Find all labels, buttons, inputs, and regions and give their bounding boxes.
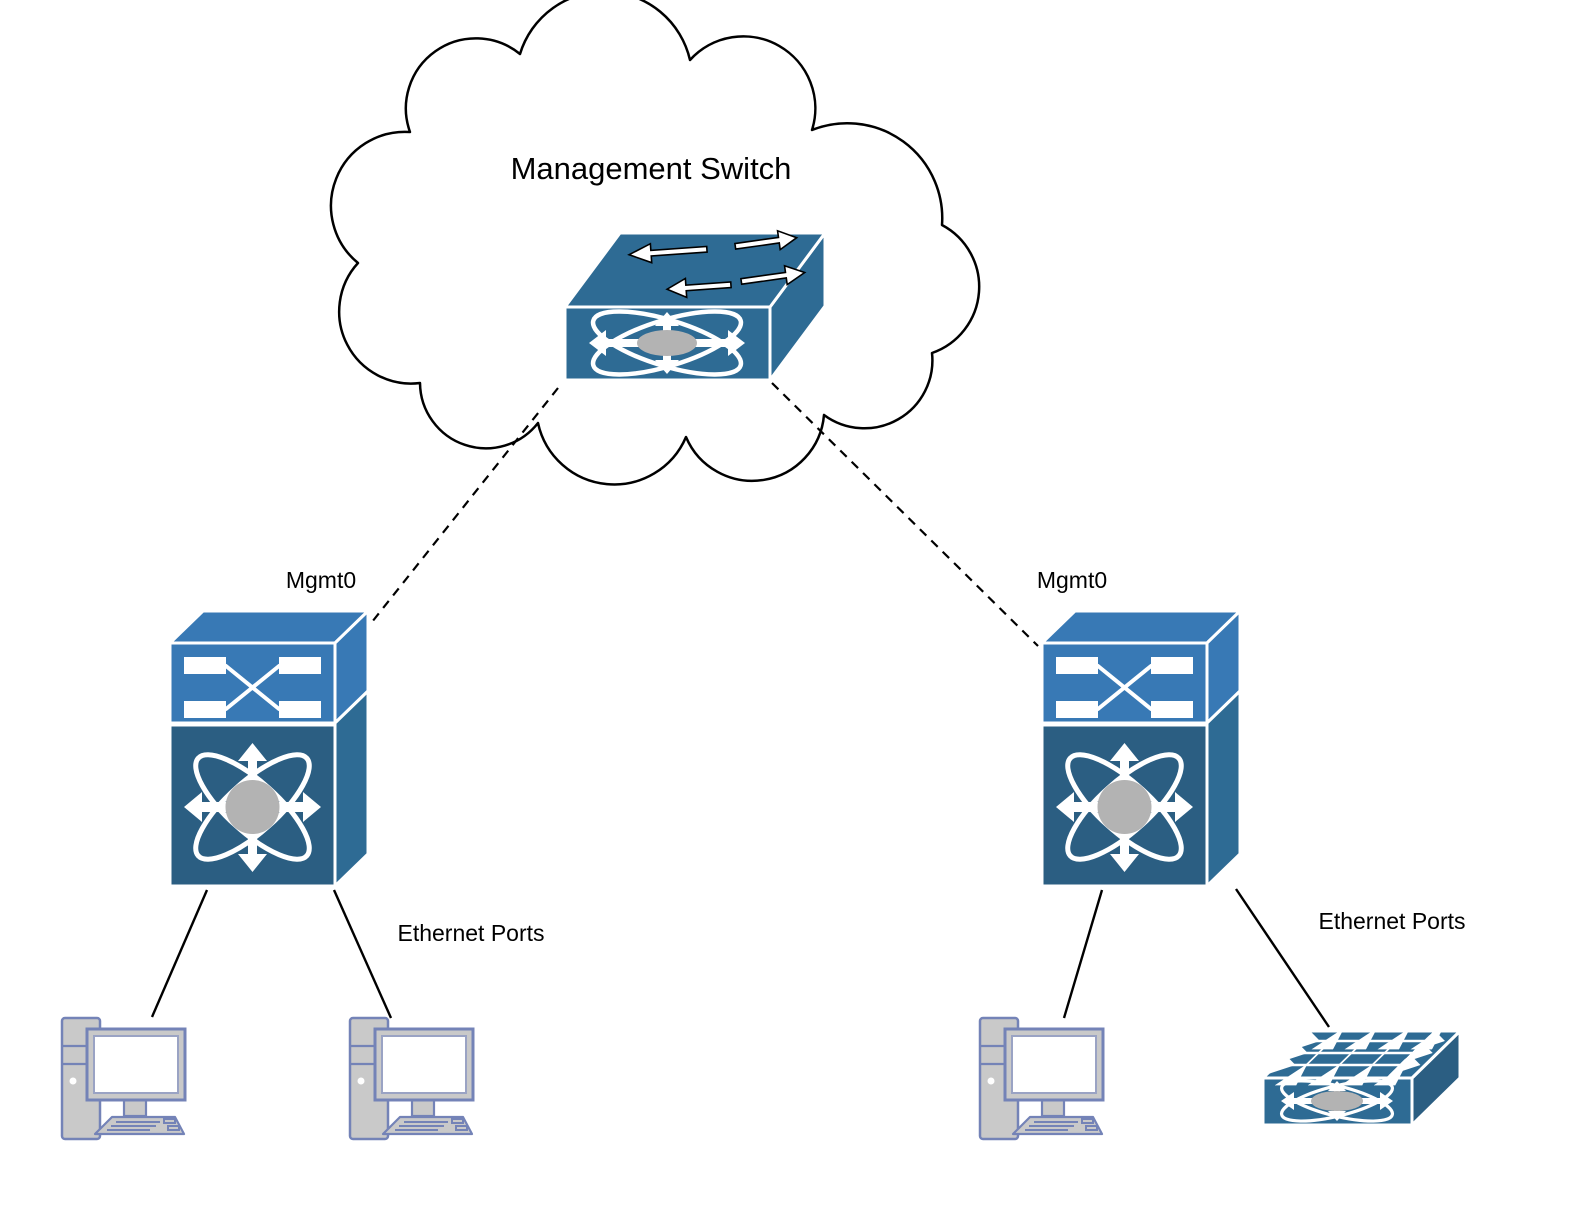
mgmt-link-left	[371, 387, 559, 623]
workstation-right-icon	[978, 1016, 1105, 1141]
ethernet-link-left-1	[150, 889, 209, 1018]
ethernet-link-left-2	[332, 889, 393, 1019]
ethernet-ports-label-left: Ethernet Ports	[397, 920, 544, 946]
nexus-switch-right-icon	[1042, 611, 1240, 886]
switch-arrows-icon	[627, 229, 807, 299]
grid-arrows-icon	[1262, 1027, 1445, 1086]
workstation-left-1-icon	[60, 1016, 187, 1141]
cloud-title: Management Switch	[511, 151, 792, 186]
multilayer-star-icon	[589, 309, 745, 377]
nexus-switch-left-icon	[170, 611, 368, 886]
ethernet-link-right-1	[1062, 889, 1104, 1019]
ethernet-link-right-2	[1235, 888, 1330, 1028]
multilayer-star-icon	[1279, 1079, 1395, 1123]
mgmt0-label-left: Mgmt0	[286, 567, 356, 593]
workstation-left-2-icon	[348, 1016, 475, 1141]
ethernet-ports-label-right: Ethernet Ports	[1318, 908, 1465, 934]
mgmt-link-right	[771, 382, 1039, 647]
workgroup-switch-icon	[1261, 1027, 1462, 1127]
mgmt0-label-right: Mgmt0	[1037, 567, 1107, 593]
management-switch-icon	[563, 229, 827, 382]
